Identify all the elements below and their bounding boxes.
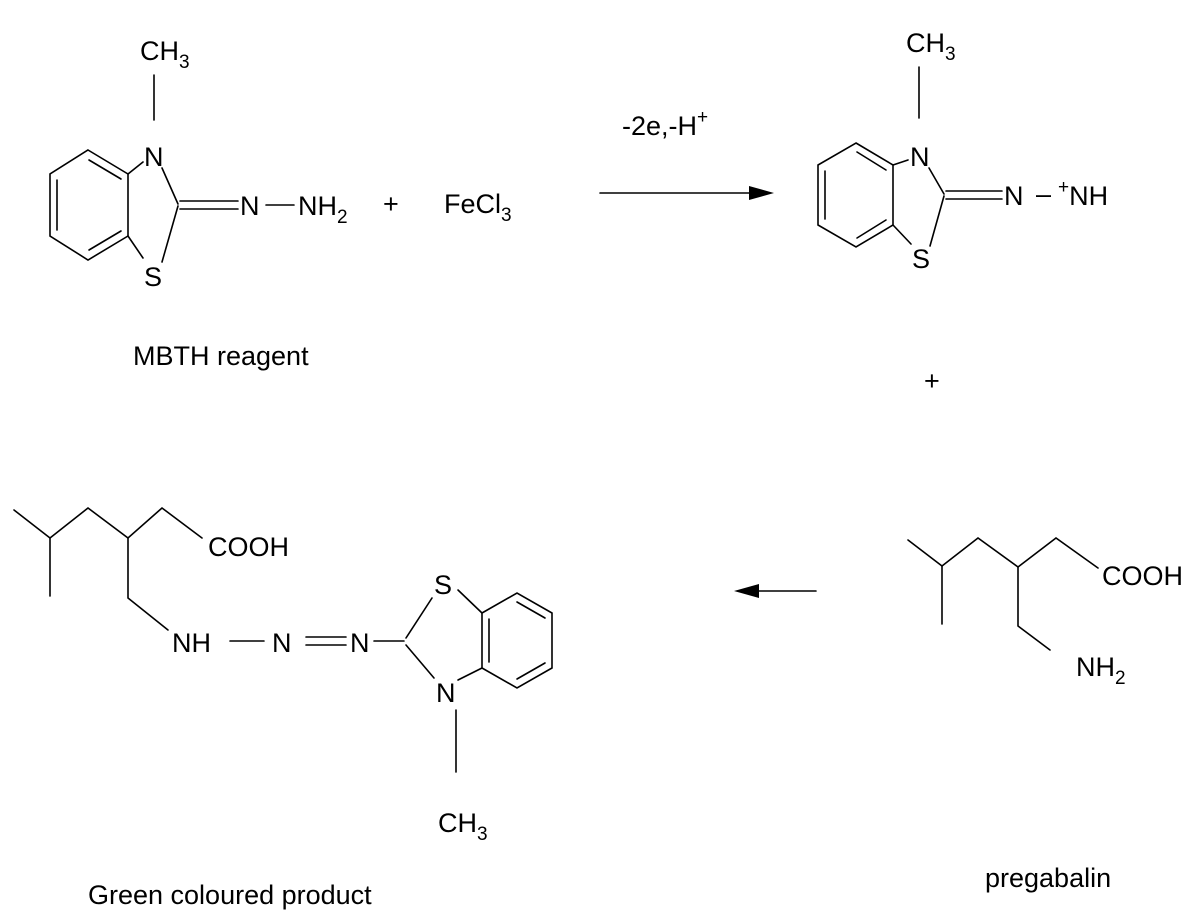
oxidation-condition-label: -2e,-H+ <box>622 107 708 141</box>
oxidised-cation-label: +NH <box>1058 177 1108 211</box>
product-imine-nh: NH <box>172 628 211 658</box>
pregabalin-amino-label: NH2 <box>1076 652 1126 689</box>
mbth-ring-bond-c2s <box>161 205 179 263</box>
oxidised-benzene-ring <box>817 142 894 248</box>
oxidised-benzene-inner-3 <box>856 219 887 239</box>
oxidised-ring-bond-sc <box>892 224 912 245</box>
oxidised-ring-bond-nc2 <box>928 167 945 195</box>
condensation-arrow <box>734 584 817 598</box>
product-ring-bond-c2n <box>405 644 435 679</box>
mbth-ring-bond-sc <box>127 235 144 259</box>
product-ring-bond-nc <box>457 667 483 681</box>
product-ring-sulfur: S <box>434 570 452 600</box>
oxidised-benzene-inner-1 <box>856 151 887 171</box>
mbth-reagent-structure: CH3 N S N NH2 <box>49 36 348 292</box>
product-azo-nitrogen-1: N <box>272 628 292 658</box>
mbth-amino-label: NH2 <box>298 191 348 228</box>
product-ring-nitrogen: N <box>436 678 456 708</box>
oxidised-ring-bond-c2s <box>929 195 945 247</box>
mbth-ring-sulfur: S <box>144 262 162 292</box>
oxidised-minus-sign: – <box>1036 179 1051 209</box>
product-aminomethyl-branch <box>127 537 169 631</box>
product-azo-nitrogen-2: N <box>350 628 370 658</box>
ferric-chloride-label: FeCl3 <box>444 189 512 226</box>
pregabalin-chain <box>907 536 1099 569</box>
pregabalin-carboxyl-label: COOH <box>1102 561 1183 591</box>
pregabalin-structure: COOH NH2 <box>907 536 1183 689</box>
oxidised-methyl-label: CH3 <box>906 28 956 65</box>
product-carboxyl-label: COOH <box>208 532 289 562</box>
mbth-imine-nitrogen: N <box>240 191 260 221</box>
pregabalin-aminomethyl-branch <box>1017 566 1051 651</box>
oxidation-arrow <box>599 186 774 200</box>
oxidised-imine-nitrogen: N <box>1004 181 1024 211</box>
plus-sign-reagents: + <box>383 189 399 219</box>
product-structure: COOH NH N N S N CH3 <box>13 506 553 845</box>
mbth-benzene-inner-3 <box>88 230 122 251</box>
product-benzene-inner-3 <box>516 662 546 680</box>
mbth-benzene-ring <box>49 149 129 261</box>
product-chain <box>13 506 203 540</box>
mbth-methyl-label: CH3 <box>140 36 190 73</box>
product-ring-bond-c2s <box>405 597 433 639</box>
product-methyl-label: CH3 <box>438 808 488 845</box>
mbth-benzene-inner-1 <box>88 159 122 180</box>
product-label: Green coloured product <box>88 880 372 910</box>
oxidised-ring-sulfur: S <box>912 244 930 274</box>
mbth-ring-nitrogen: N <box>144 142 164 172</box>
pregabalin-label: pregabalin <box>985 863 1111 893</box>
mbth-ring-bond-nc2 <box>161 167 179 205</box>
oxidised-ring-bond-cn <box>892 159 909 166</box>
product-benzene-inner-1 <box>516 601 546 619</box>
mbth-reagent-label: MBTH reagent <box>133 341 309 371</box>
oxidised-ring-nitrogen: N <box>910 142 930 172</box>
product-ring-bond-sc <box>457 589 483 614</box>
product-benzene-ring <box>481 592 553 689</box>
mbth-ring-bond-cn <box>127 161 144 175</box>
plus-sign-pregabalin: + <box>924 366 940 396</box>
oxidised-mbth-structure: CH3 N S N – +NH <box>817 28 1108 274</box>
